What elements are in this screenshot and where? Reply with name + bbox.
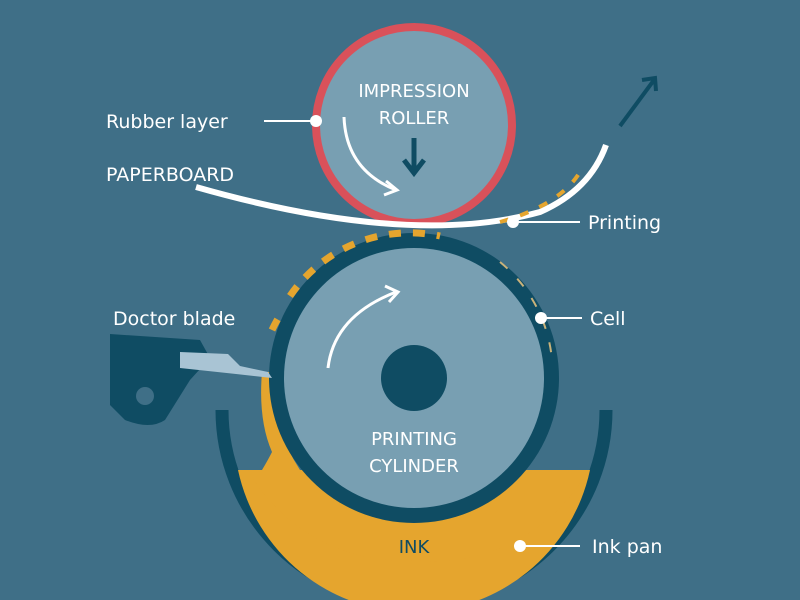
doctor-blade bbox=[180, 352, 272, 378]
cylinder-hub bbox=[381, 345, 447, 411]
doctor-blade-pivot bbox=[136, 387, 154, 405]
rotation-arrow-roller bbox=[342, 116, 397, 192]
printing-cylinder-title-1: PRINTING bbox=[371, 429, 457, 450]
pressure-arrow-down-icon bbox=[402, 138, 426, 178]
rotation-arrowhead-roller bbox=[383, 179, 400, 197]
paper-direction-arrow-icon bbox=[618, 75, 658, 128]
label-ink-pan: Ink pan bbox=[592, 536, 662, 558]
printing-cylinder-title-2: CYLINDER bbox=[369, 456, 459, 477]
rotation-arrow-cylinder bbox=[326, 290, 397, 369]
label-doctor-blade: Doctor blade bbox=[113, 308, 235, 330]
paperboard-web bbox=[195, 143, 609, 229]
impression-roller-title-2: ROLLER bbox=[379, 108, 450, 129]
doctor-blade-holder bbox=[110, 334, 210, 425]
label-printing: Printing bbox=[588, 212, 661, 234]
printed-ink bbox=[499, 170, 582, 224]
ink-cells-right bbox=[499, 261, 553, 361]
ink-label: INK bbox=[399, 537, 431, 558]
leader-printing bbox=[507, 216, 580, 228]
label-rubber-layer: Rubber layer bbox=[106, 111, 228, 133]
leader-ink-pan bbox=[514, 540, 580, 552]
label-paperboard: PAPERBOARD bbox=[106, 164, 234, 186]
leader-rubber-layer bbox=[264, 115, 322, 127]
leader-cell bbox=[535, 312, 582, 324]
ink-cells-top bbox=[268, 229, 441, 332]
impression-roller-title-1: IMPRESSION bbox=[358, 81, 469, 102]
rotation-arrowhead-cylinder bbox=[384, 284, 401, 304]
label-cell: Cell bbox=[590, 308, 626, 330]
ink-pan bbox=[215, 409, 613, 600]
